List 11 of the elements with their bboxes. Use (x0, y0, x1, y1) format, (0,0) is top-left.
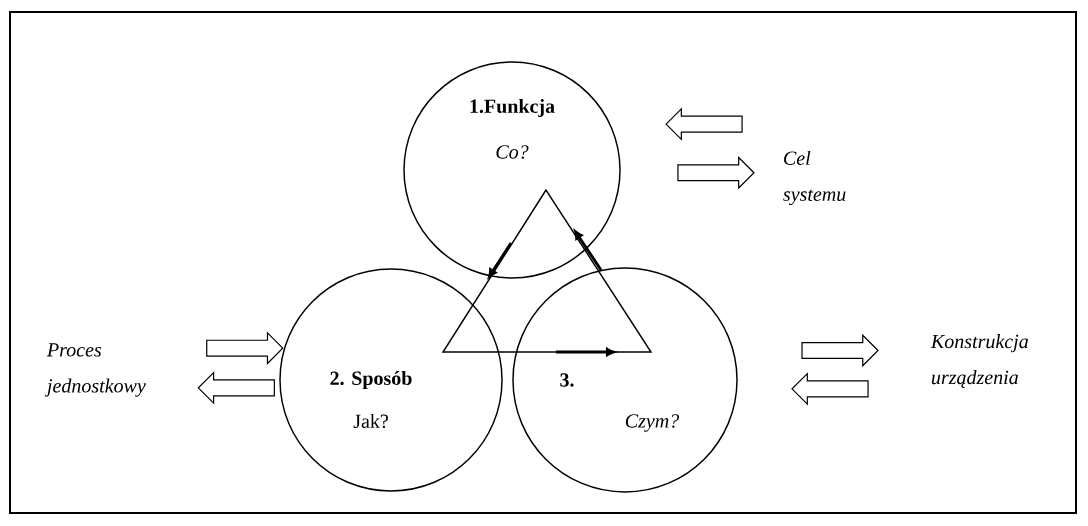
circle-question: Co? (496, 145, 529, 159)
side-label: Cel systemu (783, 150, 846, 206)
circle-heading: 3. (560, 373, 574, 387)
circle-question: Jak? (353, 413, 388, 429)
side-label: Proces jednostkowy (44, 343, 146, 397)
circle-heading: 1.Funkcja (470, 98, 555, 118)
block-arrow (197, 371, 275, 405)
side-label: Konstrukcja urządzenia (930, 334, 1028, 388)
block-arrow (206, 331, 284, 365)
circle-question: Czym? (625, 414, 680, 432)
circle-heading: 2. Sposób (330, 370, 412, 390)
